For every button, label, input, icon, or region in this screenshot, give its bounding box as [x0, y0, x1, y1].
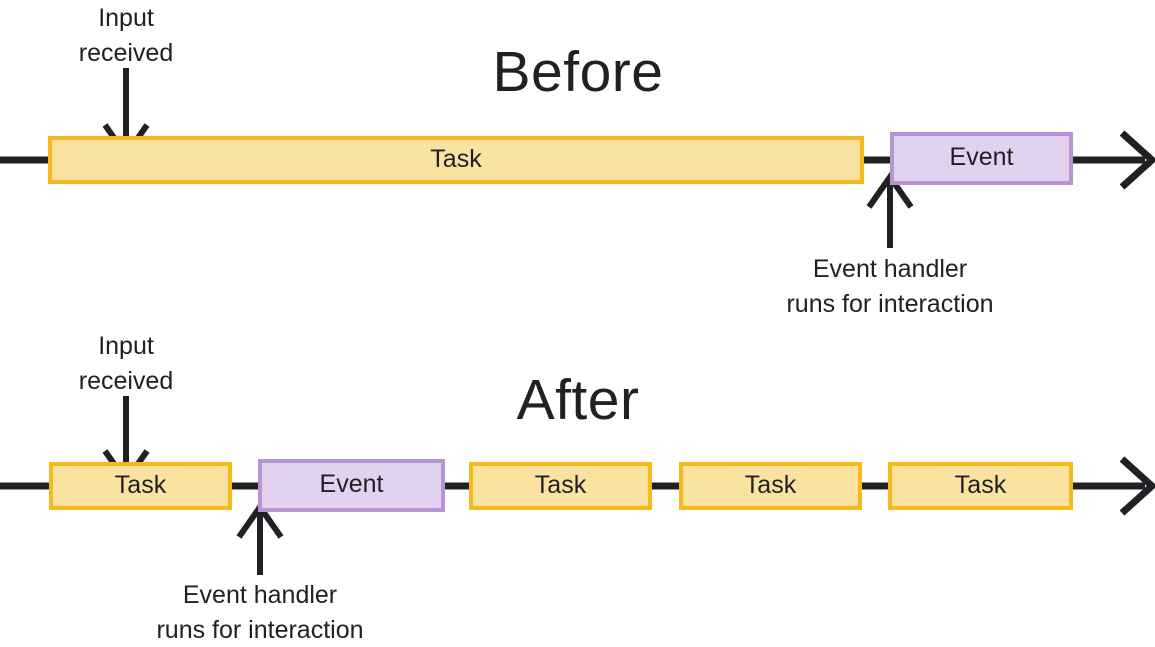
after-task-label-3: Task — [744, 470, 797, 499]
before-task-block[interactable]: Task — [48, 136, 864, 184]
after-task-block-3[interactable]: Task — [679, 462, 862, 510]
before-input-received-label: Input received — [78, 4, 174, 67]
after-task-label-2: Task — [534, 470, 587, 499]
after-event-label: Event — [319, 470, 384, 498]
after-task-block-1[interactable]: Task — [49, 462, 232, 510]
after-axis-arrowhead — [1119, 456, 1155, 516]
before-title: Before — [492, 40, 664, 104]
after-task-label-4: Task — [954, 470, 1007, 499]
after-event-block[interactable]: Event — [258, 459, 445, 512]
before-task-label: Task — [430, 144, 482, 173]
before-axis-arrowhead — [1119, 130, 1155, 190]
after-task-block-4[interactable]: Task — [888, 462, 1073, 510]
after-title: After — [516, 368, 640, 432]
after-event-handler-label: Event handler runs for interaction — [156, 581, 364, 644]
after-task-label-1: Task — [114, 470, 167, 499]
before-event-label: Event — [949, 143, 1014, 171]
after-task-block-2[interactable]: Task — [469, 462, 652, 510]
before-event-handler-label: Event handler runs for interaction — [786, 255, 994, 318]
before-event-block[interactable]: Event — [890, 132, 1073, 185]
after-input-received-label: Input received — [78, 332, 174, 395]
